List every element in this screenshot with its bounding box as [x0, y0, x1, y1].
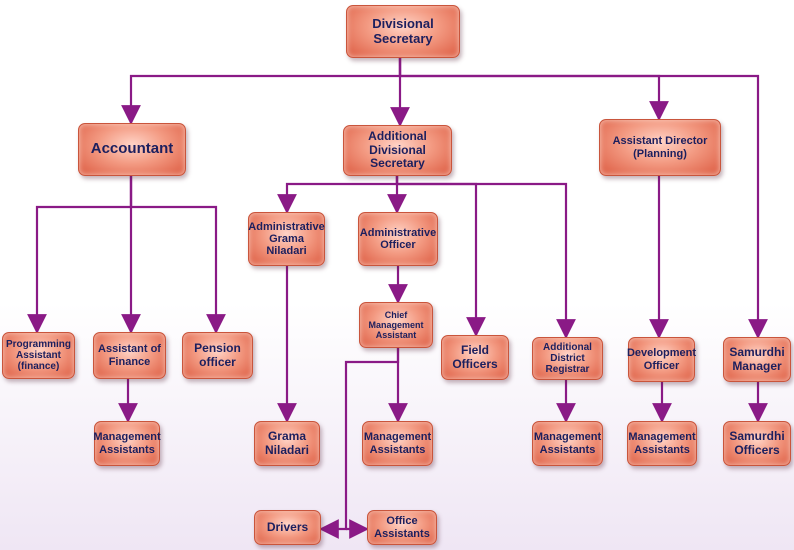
connector-div-sec-to-asst-director	[398, 58, 669, 121]
node-div-sec: Divisional Secretary	[346, 5, 460, 58]
node-admin-gn: Administrative Grama Niladari	[248, 212, 325, 266]
node-prog-asst: Programming Assistant (finance)	[2, 332, 75, 379]
node-admin-officer: Administrative Officer	[358, 212, 438, 266]
node-accountant: Accountant	[78, 123, 186, 176]
node-field-officers: Field Officers	[441, 335, 509, 380]
node-asst-finance: Assistant of Finance	[93, 332, 166, 379]
connector-div-sec-to-accountant	[121, 58, 402, 125]
node-dev-officer: Development Officer	[627, 337, 696, 382]
node-samurdhi-mgr: Samurdhi Manager	[723, 337, 791, 382]
connector-div-sec-to-samurdhi-mgr	[398, 58, 768, 339]
node-mgmt-asst-4: Management Assistants	[627, 421, 697, 466]
node-samurdhi-officers: Samurdhi Officers	[723, 421, 791, 466]
node-drivers: Drivers	[254, 510, 321, 545]
node-mgmt-asst-1: Management Assistants	[93, 421, 161, 466]
node-add-div-sec: Additional Divisional Secretary	[343, 125, 452, 176]
node-asst-director: Assistant Director (Planning)	[599, 119, 721, 176]
connector-chief-mgmt-to-drivers	[319, 348, 400, 539]
node-mgmt-asst-2: Management Assistants	[362, 421, 433, 466]
connector-accountant-to-pension	[129, 176, 226, 334]
node-pension: Pension officer	[182, 332, 253, 379]
node-chief-mgmt: Chief Management Assistant	[359, 302, 433, 348]
connector-add-div-sec-to-add-dist-reg	[395, 176, 576, 339]
node-mgmt-asst-3: Management Assistants	[532, 421, 603, 466]
node-add-dist-reg: Additional District Registrar	[532, 337, 603, 380]
connector-add-div-sec-to-admin-gn	[277, 176, 399, 214]
node-grama-niladari: Grama Niladari	[254, 421, 320, 466]
node-office-asst: Office Assistants	[367, 510, 437, 545]
connector-accountant-to-prog-asst	[27, 176, 133, 334]
